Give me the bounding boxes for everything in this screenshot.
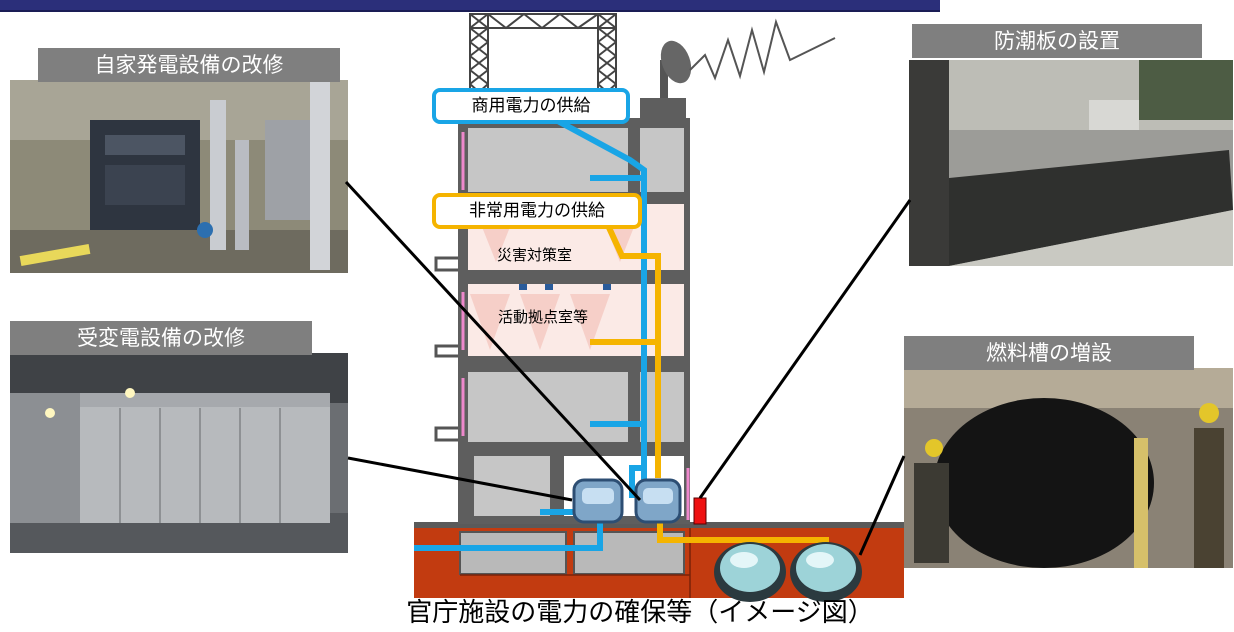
- emergency-power-line: [590, 206, 829, 556]
- floodboard-photo: [909, 60, 1233, 266]
- disaster-room-label: 災害対策室: [497, 246, 573, 264]
- connector-lines: [344, 180, 912, 556]
- flood-board-marker: [693, 497, 707, 525]
- emergency-power-callout: 非常用電力の供給: [432, 193, 642, 229]
- commercial-power-line: [414, 117, 647, 551]
- commercial-power-callout: 商用電力の供給: [432, 88, 630, 124]
- title-bar: [0, 0, 940, 12]
- fueltank-label: 燃料槽の増設: [904, 336, 1194, 370]
- foundation: [414, 522, 904, 598]
- floodboard-label: 防潮板の設置: [912, 24, 1202, 58]
- substation-photo: [10, 353, 348, 553]
- substation-unit: [634, 478, 682, 524]
- generator-photo: [10, 80, 348, 273]
- emergency-power-text: 非常用電力の供給: [469, 201, 605, 221]
- satellite-dish-icon: [660, 18, 836, 98]
- diagram-caption: 官庁施設の電力の確保等（イメージ図）: [406, 598, 874, 628]
- generator-unit: [572, 478, 624, 524]
- activity-room-label: 活動拠点室等: [498, 308, 589, 326]
- fueltank-photo: [904, 368, 1233, 568]
- commercial-power-text: 商用電力の供給: [471, 96, 591, 116]
- generator-label: 自家発電設備の改修: [38, 48, 340, 82]
- substation-label: 受変電設備の改修: [10, 321, 312, 355]
